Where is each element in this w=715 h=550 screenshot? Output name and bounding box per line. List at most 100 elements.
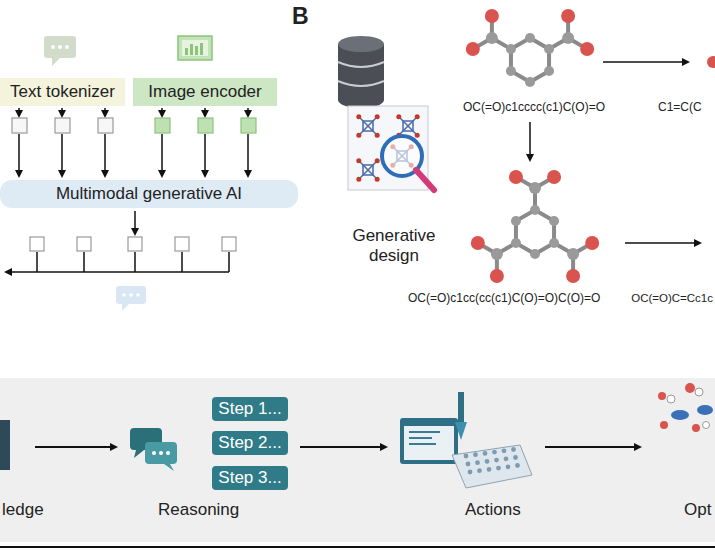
drawing-part (490, 269, 504, 283)
drawing-part (473, 452, 478, 457)
drawing-part (12, 118, 27, 133)
drawing-part (18, 134, 20, 176)
drawing-part (134, 252, 136, 272)
drawing-part (549, 216, 559, 226)
chat-icon (44, 36, 76, 66)
drawing-part (492, 450, 497, 455)
panel-b-arrows (530, 62, 700, 243)
step-label: ledge (2, 500, 44, 520)
drawing-part (506, 464, 511, 469)
mof-image (348, 106, 434, 190)
step-label: Actions (465, 500, 521, 520)
drawing-part (77, 237, 91, 251)
drawing-part (65, 45, 69, 49)
drawing-part (181, 252, 183, 272)
drawing-part (455, 422, 467, 440)
smiles-string: OC(=O)c1cccc(c1)C(O)=O (463, 101, 605, 115)
drawing-part (122, 293, 126, 297)
drawing-part (692, 424, 700, 432)
drawing-part (128, 237, 142, 251)
drawing-part (658, 392, 666, 400)
token-arrows (19, 108, 248, 176)
drawing-part (485, 459, 490, 464)
drawing-part (475, 460, 480, 465)
drawing-part (155, 118, 170, 133)
drawing-part (516, 210, 554, 254)
drawing-part (415, 133, 420, 138)
panel-letter: B (292, 3, 309, 29)
smiles-string: OC(=O)c1cc(cc(c1)C(O)=O)C(O)=O (408, 292, 600, 306)
drawing-part (566, 269, 580, 283)
token-squares (12, 118, 256, 133)
drawing-part (6, 252, 229, 272)
drawing-part (44, 36, 76, 58)
drawing-part (356, 158, 361, 163)
bottom-band (0, 378, 715, 542)
drawing-part (458, 392, 464, 422)
drawing-part (580, 42, 594, 56)
database-icon (338, 36, 384, 108)
drawing-part (396, 114, 401, 119)
drawing-part (511, 238, 521, 248)
drawing-part (247, 134, 249, 176)
drawing-part (161, 108, 163, 116)
drawing-part (525, 33, 535, 43)
drawing-part (134, 211, 136, 234)
drawing-part (585, 236, 599, 250)
flow-arrow (300, 446, 386, 448)
drawing-part (506, 44, 516, 54)
drawing-part (83, 252, 85, 272)
node-text: Step 1... (218, 399, 281, 419)
drawing-part (195, 46, 198, 55)
drawing-part (166, 451, 170, 455)
model-band: Multimodal generative AI (0, 180, 298, 208)
drawing-part (549, 238, 559, 248)
drawing-part (511, 38, 549, 82)
drawing-part (356, 114, 361, 119)
molecule (466, 9, 594, 87)
drawing-part (486, 32, 498, 44)
node-text: Step 3... (218, 468, 281, 488)
drawing-part (491, 248, 503, 260)
drawing-part (204, 108, 206, 116)
drawing-part (52, 58, 60, 66)
output-sequence (6, 211, 236, 311)
drawing-part (513, 455, 518, 460)
drawing-part (241, 118, 256, 133)
drawing-part (134, 450, 144, 458)
drawing-part (356, 133, 361, 138)
frame-line (0, 546, 715, 548)
drawing-part (61, 134, 63, 176)
drawing-part (625, 242, 700, 244)
drawing-part (404, 426, 454, 460)
drawing-part (159, 451, 163, 455)
drawing-part (375, 177, 380, 182)
drawing-part (164, 464, 174, 471)
drawing-part (496, 466, 501, 471)
drawing-part (190, 44, 193, 55)
drawing-part (30, 237, 44, 251)
drawing-part (515, 463, 520, 468)
drawing-part (483, 451, 488, 456)
drawing-part (529, 122, 531, 160)
drawing-part (375, 158, 380, 163)
drawing-part (487, 467, 492, 472)
molecule-drawings (466, 9, 599, 283)
step-box: Step 2... (212, 431, 288, 455)
actions-icon (400, 392, 532, 488)
drawing-part (561, 9, 575, 23)
molecule (471, 170, 599, 283)
drawing-part (247, 108, 249, 116)
drawing-part (525, 77, 535, 87)
drawing-part (400, 418, 458, 464)
drawing-part (116, 286, 146, 304)
drawing-part (567, 248, 579, 260)
drawing-part (464, 454, 469, 459)
drawing-part (464, 447, 520, 474)
drawing-part (136, 293, 140, 297)
flow-arrow (545, 446, 640, 448)
drawing-part (671, 410, 689, 420)
drawing-part (375, 114, 380, 119)
drawing-part (529, 182, 541, 194)
